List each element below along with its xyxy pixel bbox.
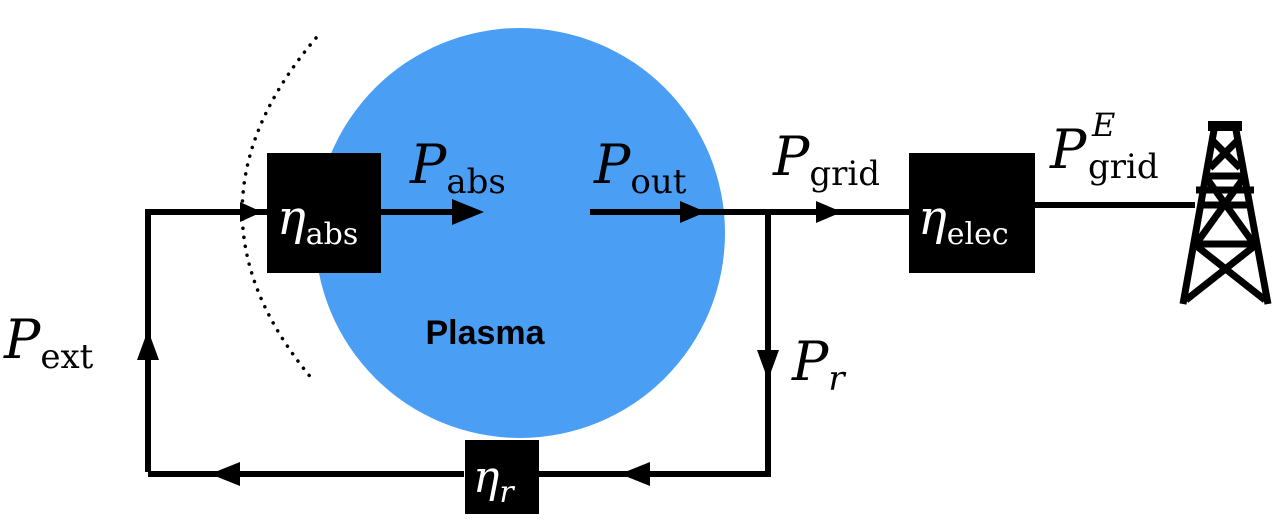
eta-elec-box: ηelec bbox=[909, 153, 1035, 273]
svg-text:ηr: ηr bbox=[473, 452, 515, 510]
eta-abs-box: ηabs bbox=[267, 153, 381, 273]
arrow-into-abs bbox=[240, 202, 262, 222]
label-p-grid-e: P E grid bbox=[1049, 106, 1159, 187]
label-p-abs: Pabs bbox=[409, 133, 506, 202]
svg-text:grid: grid bbox=[1088, 147, 1159, 187]
transmission-tower-icon bbox=[1179, 121, 1272, 305]
arrow-p-ext-up bbox=[137, 330, 159, 360]
plasma-label: Plasma bbox=[425, 314, 545, 352]
arrow-p-out bbox=[680, 201, 706, 223]
arrow-bottom-right bbox=[620, 462, 650, 486]
svg-text:ηabs: ηabs bbox=[277, 190, 358, 252]
eta-r-box: ηr bbox=[465, 440, 539, 514]
svg-text:E: E bbox=[1091, 106, 1115, 144]
flow-lines bbox=[145, 202, 1195, 477]
arrow-p-grid bbox=[816, 201, 842, 223]
arrowheads bbox=[137, 199, 842, 486]
label-p-ext: Pext bbox=[3, 308, 94, 377]
label-p-out: Pout bbox=[593, 133, 687, 202]
arrow-p-abs bbox=[452, 199, 484, 225]
svg-text:ηelec: ηelec bbox=[918, 190, 1009, 252]
svg-text:P: P bbox=[1049, 118, 1088, 181]
arrow-bottom-left bbox=[210, 462, 240, 486]
label-p-r: Pr bbox=[791, 330, 846, 399]
arrow-p-r-down bbox=[757, 350, 779, 380]
label-p-grid: Pgrid bbox=[772, 125, 880, 194]
plasma-circle bbox=[315, 28, 725, 438]
